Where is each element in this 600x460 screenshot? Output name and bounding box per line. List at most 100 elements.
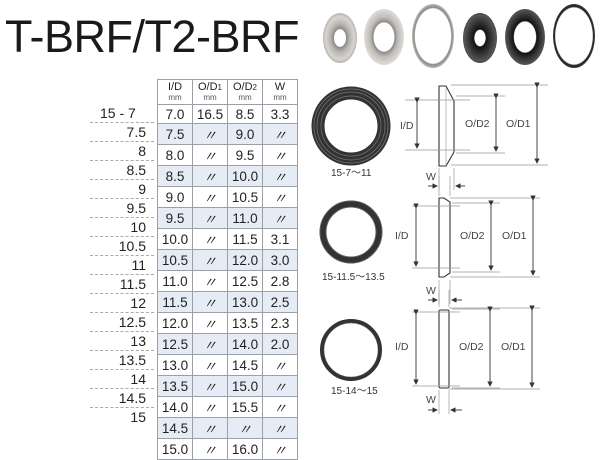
od1-label: O/D1 — [501, 341, 526, 353]
w-label: W — [426, 394, 436, 406]
model-label: 10.5 — [90, 237, 154, 256]
cell-w: 〃 — [262, 417, 298, 439]
cell-od1: 〃 — [192, 249, 228, 271]
id-label: I/D — [395, 341, 409, 353]
cell-od2: 9.0 — [227, 123, 263, 145]
model-label: 12.5 — [90, 313, 154, 332]
model-labels: 15 - 7 7.5 8 8.5 9 9.5 10 10.5 11 11.5 1… — [90, 104, 154, 427]
cell-od1: 〃 — [192, 396, 228, 418]
ring-photo-silver-small — [323, 13, 357, 63]
ring-photo-black-small — [463, 13, 497, 63]
cell-id: 8.5 — [157, 165, 193, 187]
ring-front-view-2 — [319, 200, 383, 264]
cell-od2: 〃 — [227, 417, 263, 439]
cell-w: 〃 — [262, 123, 298, 145]
cell-od1: 〃 — [192, 438, 228, 460]
model-label: 7.5 — [90, 123, 154, 142]
cell-id: 10.5 — [157, 249, 193, 271]
cell-od1: 〃 — [192, 165, 228, 187]
cell-id: 7.0 — [157, 104, 193, 124]
cell-w: 〃 — [262, 438, 298, 460]
cell-w: 3.3 — [262, 104, 298, 124]
cell-w: 〃 — [262, 207, 298, 229]
cell-od1: 16.5 — [192, 104, 228, 124]
drawing-caption: 15-14～15 — [331, 386, 378, 397]
drawing-caption: 15-11.5～13.5 — [322, 272, 385, 283]
ring-front-view-1 — [311, 86, 391, 166]
cell-id: 11.5 — [157, 291, 193, 313]
ring-photo-silver-medium — [364, 9, 404, 65]
od1-label: O/D1 — [506, 118, 531, 130]
id-label: I/D — [395, 230, 409, 242]
od1-label: O/D1 — [502, 230, 527, 242]
model-label: 13 — [90, 332, 154, 351]
model-label: 14.5 — [90, 389, 154, 408]
cell-id: 9.5 — [157, 207, 193, 229]
model-label: 8 — [90, 142, 154, 161]
model-label: 14 — [90, 370, 154, 389]
ring-side-view-1 — [438, 85, 455, 167]
page-title: T-BRF/T2-BRF — [5, 11, 300, 62]
cell-id: 14.5 — [157, 417, 193, 439]
od2-label: O/D2 — [465, 118, 490, 130]
w-label: W — [426, 171, 436, 183]
ring-front-view-3 — [320, 319, 382, 381]
cell-id: 15.0 — [157, 438, 193, 460]
table-row: 8.5〃10.0〃 — [157, 165, 298, 187]
cell-od2: 13.0 — [227, 291, 263, 313]
cell-od1: 〃 — [192, 270, 228, 292]
cell-od1: 〃 — [192, 291, 228, 313]
ring-photo-silver-large — [412, 4, 454, 68]
model-label: 10 — [90, 218, 154, 237]
cell-od2: 11.0 — [227, 207, 263, 229]
model-label: 13.5 — [90, 351, 154, 370]
id-label: I/D — [400, 120, 414, 132]
table-row: 13.0〃14.5〃 — [157, 354, 298, 376]
cell-od1: 〃 — [192, 207, 228, 229]
table-row: 7.5〃9.0〃 — [157, 123, 298, 145]
cell-od2: 16.0 — [227, 438, 263, 460]
cell-od2: 13.5 — [227, 312, 263, 334]
cell-od2: 14.0 — [227, 333, 263, 355]
cell-od1: 〃 — [192, 312, 228, 334]
ring-photo-black-medium — [505, 9, 545, 65]
od2-label: O/D2 — [459, 341, 484, 353]
model-label: 12 — [90, 294, 154, 313]
cell-w: 2.5 — [262, 291, 298, 313]
model-label: 9.5 — [90, 199, 154, 218]
cell-id: 10.0 — [157, 228, 193, 250]
ring-photo-black-large — [553, 4, 595, 68]
model-label: 11.5 — [90, 275, 154, 294]
table-row: 13.5〃15.0〃 — [157, 375, 298, 397]
ring-side-view-2 — [438, 197, 451, 278]
cell-od2: 10.5 — [227, 186, 263, 208]
table-row: 14.5〃〃〃 — [157, 417, 298, 439]
model-label: 11 — [90, 256, 154, 275]
ring-side-view-3 — [438, 309, 450, 389]
table-row: 9.5〃11.0〃 — [157, 207, 298, 229]
model-label: 8.5 — [90, 161, 154, 180]
model-label: 9 — [90, 180, 154, 199]
technical-drawings — [311, 82, 548, 414]
cell-od1: 〃 — [192, 417, 228, 439]
od2-label: O/D2 — [460, 230, 485, 242]
w-label: W — [426, 285, 436, 297]
cell-w: 〃 — [262, 165, 298, 187]
cell-w: 2.0 — [262, 333, 298, 355]
cell-od2: 11.5 — [227, 228, 263, 250]
cell-w: 〃 — [262, 375, 298, 397]
cell-od2: 10.0 — [227, 165, 263, 187]
cell-w: 3.0 — [262, 249, 298, 271]
cell-od1: 〃 — [192, 333, 228, 355]
drawing-caption: 15-7～11 — [331, 168, 372, 179]
